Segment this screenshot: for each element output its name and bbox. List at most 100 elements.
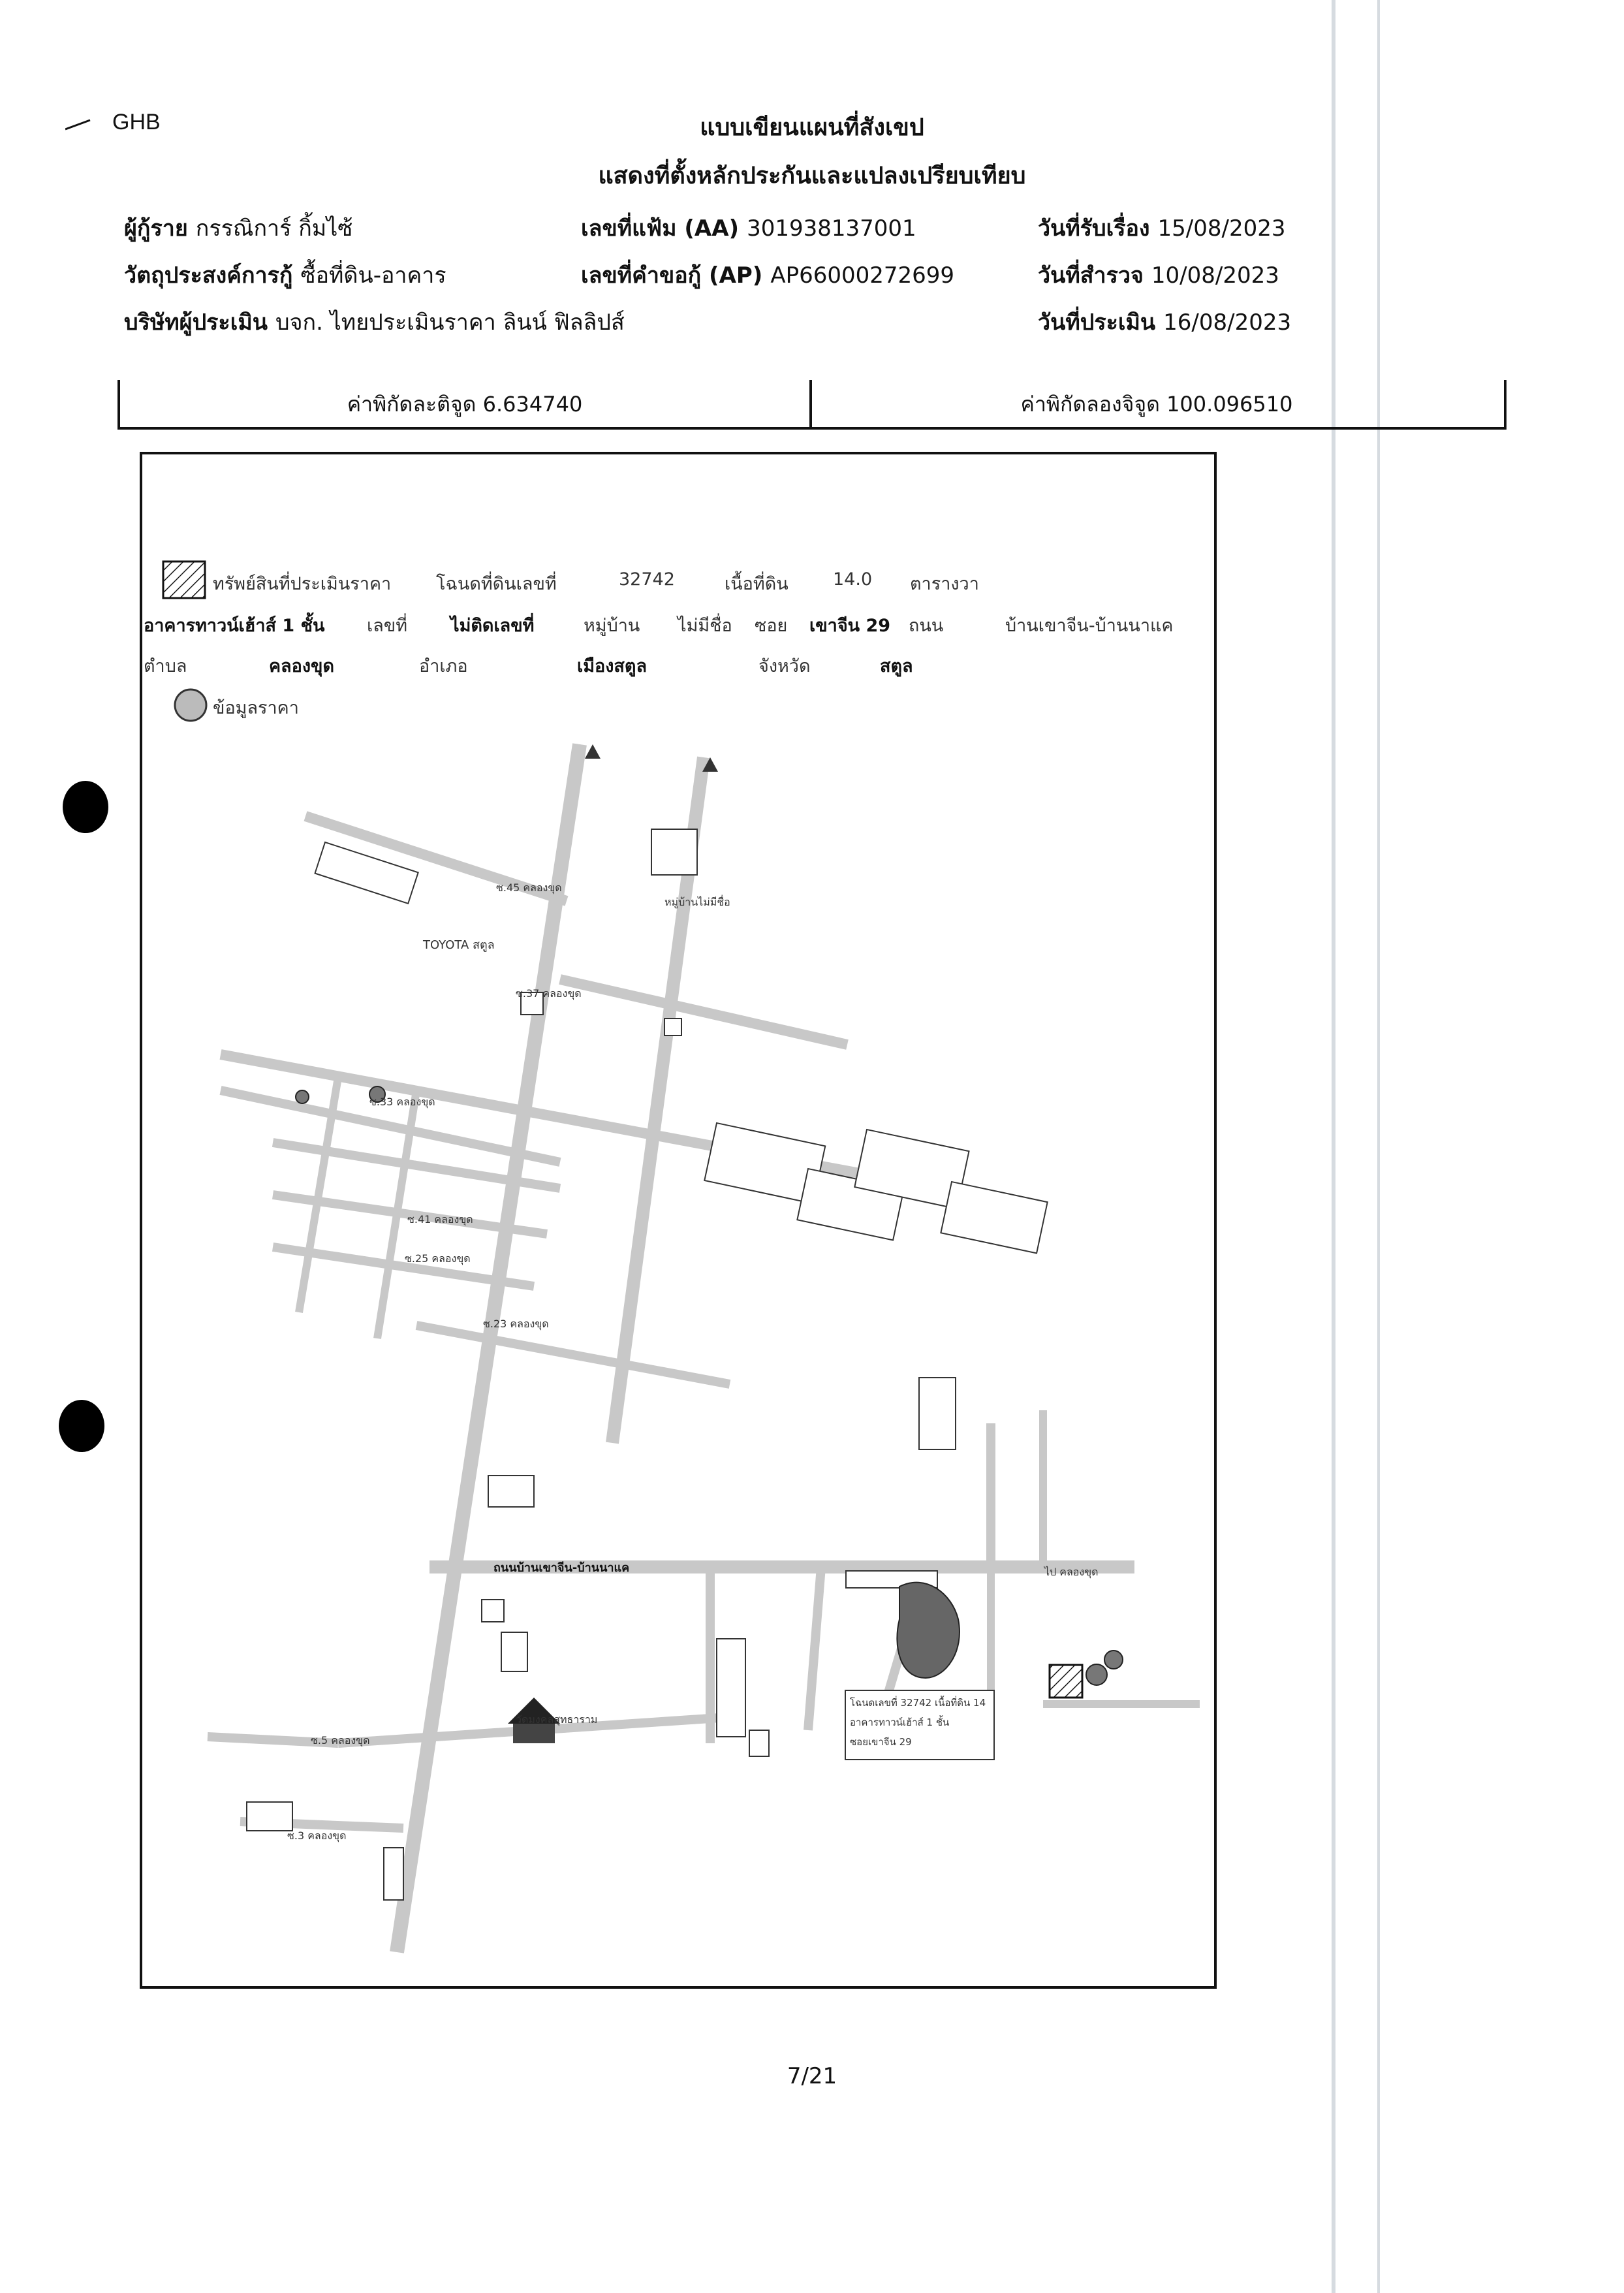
purpose-label: วัตถุประสงค์การกู้: [124, 262, 293, 289]
map-label-car-dealer: TOYOTA สตูล: [423, 938, 495, 952]
survey-row: วันที่สำรวจ 10/08/2023: [1038, 257, 1279, 293]
building-block: [651, 829, 698, 876]
legend-soi-label: ซอย: [755, 616, 788, 636]
punch-hole: [59, 1400, 104, 1452]
legend-deed-value: 32742: [619, 569, 675, 590]
legend-area-unit: ตารางวา: [910, 574, 979, 594]
map-label-to-khlong-khut: ไป คลองขุด: [1044, 1566, 1099, 1578]
ghb-logo: GHB: [65, 110, 161, 135]
map-label-main-road: ถนนบ้านเขาจีน-บ้านนาแค: [493, 1561, 630, 1575]
legend-province-value: สตูล: [880, 656, 913, 676]
legend-province-label: จังหวัด: [758, 656, 811, 676]
building-block: [501, 1632, 528, 1672]
map-label-soi-37: ซ.37 คลองขุด: [516, 987, 582, 1000]
map-label-soi-25: ซ.25 คลองขุด: [405, 1252, 471, 1265]
legend-subdistrict-label: ตำบล: [144, 656, 187, 676]
road-soi: [304, 811, 569, 906]
subject-parcel: [1048, 1664, 1084, 1699]
sketch-map: [207, 743, 1200, 1953]
price-point-icon: [369, 1086, 386, 1103]
request-no-row: เลขที่คำขอกู้ (AP) AP66000272699: [581, 257, 954, 293]
latitude-cell: ค่าพิกัดละติจูด 6.634740: [120, 388, 809, 421]
building-block: [854, 1128, 970, 1210]
building-block: [664, 1018, 682, 1036]
map-label-village: หมู่บ้านไม่มีชื่อ: [664, 896, 730, 908]
latitude-label: ค่าพิกัดละติจูด: [347, 392, 476, 417]
request-no-value: AP66000272699: [770, 262, 955, 289]
received-value: 15/08/2023: [1157, 215, 1286, 242]
building-block: [749, 1730, 770, 1757]
temple-icon: [508, 1698, 560, 1743]
longitude-label: ค่าพิกัดลองจิจูด: [1020, 392, 1160, 417]
map-label-soi-23: ซ.23 คลองขุด: [483, 1318, 549, 1330]
legend-house-no-label: เลขที่: [367, 616, 408, 636]
page-number: 7/21: [787, 2063, 837, 2089]
survey-value: 10/08/2023: [1151, 262, 1279, 289]
legend-area-label: เนื้อที่ดิน: [725, 574, 789, 594]
file-no-row: เลขที่แฟ้ม (AA)301938137001: [581, 210, 916, 245]
scan-edge: [1377, 0, 1380, 2293]
price-point-icon: [1104, 1650, 1123, 1669]
coordinate-bar: [117, 380, 1507, 430]
building-block: [918, 1377, 956, 1450]
legend-deed-label: โฉนดที่ดินเลขที่: [436, 574, 557, 594]
road-soi: [219, 1086, 561, 1167]
road-soi: [559, 974, 849, 1050]
logo-text: GHB: [112, 110, 161, 134]
callout-line-1: โฉนดเลขที่ 32742 เนื้อที่ดิน 14: [850, 1697, 986, 1709]
map-label-soi-33: ซ.33 คลองขุด: [369, 1096, 435, 1108]
price-point-icon: [1085, 1664, 1108, 1686]
purpose-row: วัตถุประสงค์การกู้ ซื้อที่ดิน-อาคาร: [124, 257, 446, 293]
scan-edge: [1332, 0, 1335, 2293]
appraisal-value: 16/08/2023: [1163, 309, 1292, 336]
purpose-value: ซื้อที่ดิน-อาคาร: [300, 262, 446, 289]
appraiser-label: บริษัทผู้ประเมิน: [124, 309, 268, 336]
road-soi: [804, 1566, 826, 1731]
legend-district-value: เมืองสตูล: [577, 656, 647, 676]
legend-road-value: บ้านเขาจีน-บ้านนาแค: [1005, 616, 1174, 636]
hatch-legend-icon: [162, 560, 206, 599]
price-info-circle-icon: [174, 688, 208, 722]
price-point-icon: [295, 1090, 309, 1104]
page-title: แบบเขียนแผนที่สังเขป: [700, 114, 924, 141]
building-block: [246, 1801, 293, 1831]
arrow-north-icon: [585, 744, 601, 759]
arrow-north-icon: [702, 757, 718, 772]
legend-asset-label: ทรัพย์สินที่ประเมินราคา: [213, 574, 392, 594]
callout-line-3: ซอยเขาจีน 29: [850, 1736, 912, 1748]
legend-village-value: ไม่มีชื่อ: [678, 616, 732, 636]
legend-district-label: อำเภอ: [419, 656, 468, 676]
survey-label: วันที่สำรวจ: [1038, 262, 1144, 289]
legend-building-type: อาคารทาวน์เฮ้าส์ 1 ชั้น: [144, 616, 325, 636]
appraisal-label: วันที่ประเมิน: [1038, 309, 1156, 336]
road-main-west: [390, 743, 587, 1953]
latitude-value: 6.634740: [482, 392, 583, 417]
coordinate-divider: [809, 380, 812, 430]
road-soi: [295, 1077, 342, 1313]
building-block: [520, 992, 544, 1015]
road-soi: [272, 1242, 535, 1291]
legend-village-label: หมู่บ้าน: [584, 616, 640, 636]
building-block: [716, 1638, 746, 1737]
pond-shape: [896, 1581, 960, 1679]
subject-callout: โฉนดเลขที่ 32742 เนื้อที่ดิน 14 อาคารทาว…: [845, 1690, 995, 1760]
borrower-row: ผู้กู้รายกรรณิการ์ กิ้มไซ้: [124, 210, 352, 245]
legend-area-value: 14.0: [833, 569, 873, 590]
page-subtitle: แสดงที่ตั้งหลักประกันและแปลงเปรียบเทียบ: [598, 163, 1026, 189]
callout-line-2: อาคารทาวน์เฮ้าส์ 1 ชั้น: [850, 1716, 950, 1728]
borrower-value: กรรณิการ์ กิ้มไซ้: [195, 215, 353, 242]
appraisal-row: วันที่ประเมิน 16/08/2023: [1038, 304, 1291, 340]
legend-subdistrict-value: คลองขุด: [269, 656, 334, 676]
received-label: วันที่รับเรื่อง: [1038, 215, 1150, 242]
building-block: [940, 1180, 1048, 1254]
legend-road-label: ถนน: [909, 616, 944, 636]
road-soi: [272, 1138, 561, 1193]
pen-stroke-icon: [65, 119, 91, 131]
map-label-soi-5: ซ.5 คลองขุด: [311, 1734, 370, 1747]
map-label-soi-3: ซ.3 คลองขุด: [287, 1829, 347, 1842]
map-label-soi-41: ซ.41 คลองขุด: [407, 1213, 473, 1226]
request-no-label: เลขที่คำขอกู้ (AP): [581, 262, 763, 289]
longitude-value: 100.096510: [1166, 392, 1293, 417]
longitude-cell: ค่าพิกัดลองจิจูด 100.096510: [812, 388, 1501, 421]
legend-house-no-value: ไม่ติดเลขที่: [450, 616, 535, 636]
